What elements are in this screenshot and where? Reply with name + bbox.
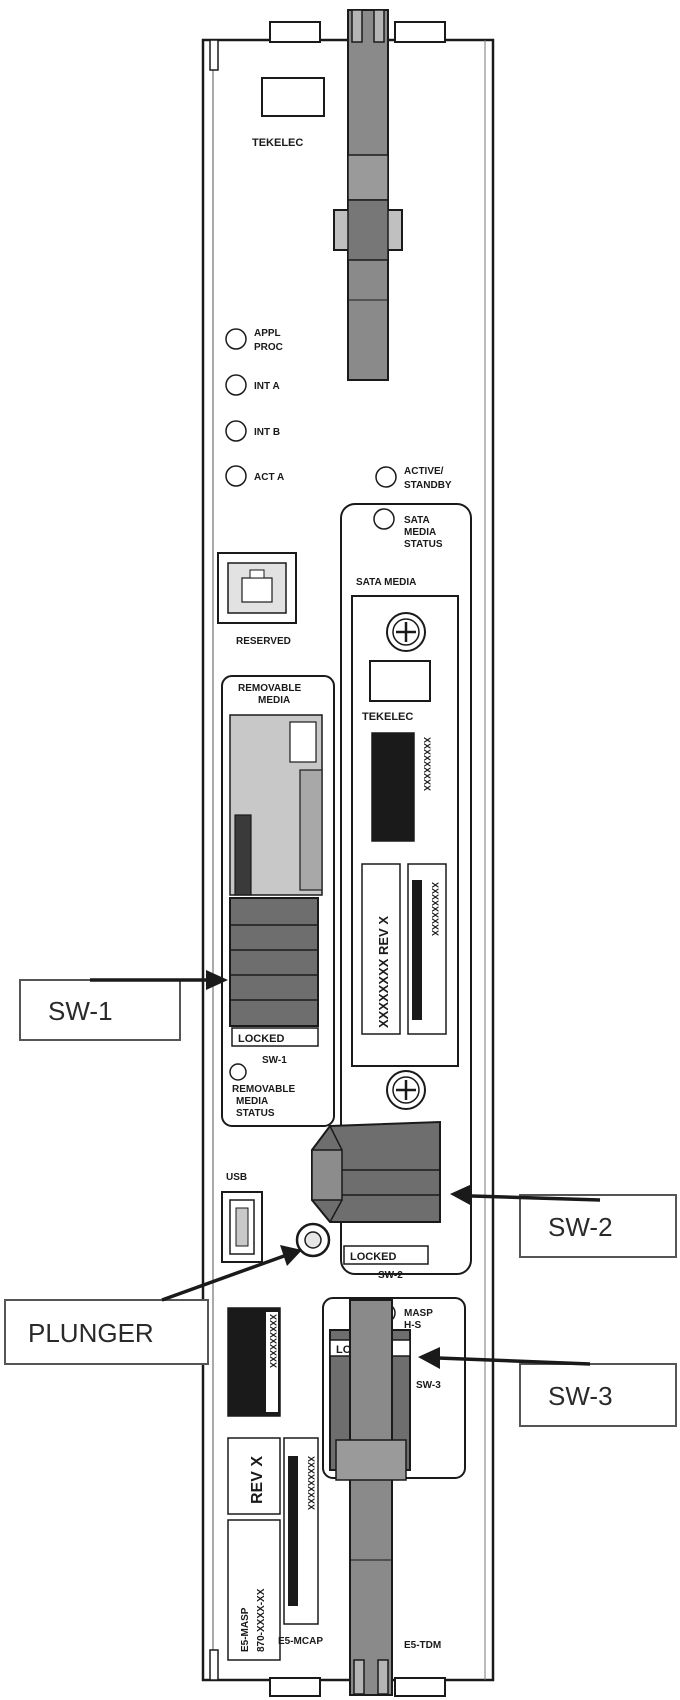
svg-text:XXXXXXXXX: XXXXXXXXX — [268, 1314, 278, 1368]
svg-text:870-XXXX-XX: 870-XXXX-XX — [256, 1588, 267, 1652]
led-active-standby: ACTIVE/ STANDBY — [375, 466, 452, 491]
svg-text:REV X: REV X — [249, 1456, 266, 1504]
callout-sw3: SW-3 — [418, 1347, 677, 1427]
svg-text:STATUS: STATUS — [236, 1108, 275, 1119]
svg-text:REMOVABLE: REMOVABLE — [238, 683, 301, 694]
svg-text:XXXXXXXXX: XXXXXXXXX — [306, 1456, 316, 1510]
svg-text:SW-2: SW-2 — [548, 1212, 613, 1242]
sw1-lock-switch[interactable] — [229, 897, 319, 1027]
svg-text:SW-1: SW-1 — [48, 996, 113, 1026]
bottom-barcode-label: XXXXXXXXX — [227, 1307, 281, 1417]
callout-sw1: SW-1 — [19, 970, 228, 1041]
svg-text:H-S: H-S — [404, 1320, 422, 1331]
svg-text:MEDIA: MEDIA — [258, 695, 290, 706]
sw2-small-label: SW-2 — [378, 1270, 403, 1281]
svg-text:MASP: MASP — [404, 1308, 433, 1319]
e5-tdm-label: E5-TDM — [404, 1640, 441, 1651]
usb-label: USB — [226, 1172, 247, 1183]
svg-text:TEKELEC: TEKELEC — [362, 711, 413, 723]
svg-text:STATUS: STATUS — [404, 539, 443, 550]
bottom-serial-label: XXXXXXXXX — [283, 1437, 319, 1625]
plunger[interactable] — [295, 1222, 331, 1258]
top-brand-label: TEKELEC — [252, 137, 303, 149]
svg-text:REMOVABLE: REMOVABLE — [232, 1084, 295, 1095]
sw3-bottom-latch[interactable]: LOCKED — [329, 1299, 411, 1696]
callout-plunger: PLUNGER — [4, 1245, 302, 1365]
svg-text:SATA MEDIA: SATA MEDIA — [356, 577, 416, 588]
led-appl-proc: APPL PROC — [225, 328, 283, 353]
svg-text:ACTIVE/: ACTIVE/ — [404, 466, 444, 477]
svg-text:INT B: INT B — [254, 427, 280, 438]
svg-text:SATA: SATA — [404, 515, 430, 526]
bottom-rev-label: REV X — [227, 1437, 281, 1515]
svg-text:SW-1: SW-1 — [262, 1055, 287, 1066]
reserved-rj45-port — [217, 552, 297, 624]
led-int-a: INT A — [225, 374, 280, 396]
svg-text:PROC: PROC — [254, 342, 283, 353]
top-label-box — [261, 77, 325, 117]
e5-mcap-label: E5-MCAP — [278, 1636, 323, 1647]
led-act-a: ACT A — [225, 465, 284, 487]
svg-text:XXXXXXXX REV X: XXXXXXXX REV X — [376, 916, 391, 1028]
svg-text:ACT A: ACT A — [254, 472, 284, 483]
sw2-locked-label: LOCKED — [350, 1251, 397, 1263]
sata-drive-carrier: TEKELEC XXXXXXXXX XXXXXXXX REV X XXXXXXX… — [351, 595, 459, 1110]
callout-sw2: SW-2 — [450, 1184, 677, 1258]
svg-text:LOCKED: LOCKED — [238, 1033, 285, 1045]
svg-text:INT A: INT A — [254, 381, 280, 392]
svg-text:APPL: APPL — [254, 328, 281, 339]
svg-text:XXXXXXXXX: XXXXXXXXX — [422, 737, 432, 791]
bottom-masp-label: E5-MASP 870-XXXX-XX — [227, 1519, 281, 1661]
svg-text:STANDBY: STANDBY — [404, 480, 452, 491]
svg-text:MEDIA: MEDIA — [404, 527, 436, 538]
svg-text:PLUNGER: PLUNGER — [28, 1318, 154, 1348]
reserved-label: RESERVED — [236, 636, 291, 647]
svg-text:SW-3: SW-3 — [416, 1380, 441, 1391]
usb-port — [221, 1191, 263, 1263]
removable-media-panel: REMOVABLE MEDIA LOCKED SW-1 REMOVABLE ME… — [221, 675, 335, 1127]
svg-text:E5-MASP: E5-MASP — [240, 1607, 251, 1652]
led-int-b: INT B — [225, 420, 280, 442]
svg-text:MEDIA: MEDIA — [236, 1096, 268, 1107]
top-ejector-latch[interactable] — [333, 9, 403, 381]
sw2-lock-switch[interactable] — [311, 1120, 441, 1223]
svg-text:SW-3: SW-3 — [548, 1381, 613, 1411]
svg-text:XXXXXXXXX: XXXXXXXXX — [430, 882, 440, 936]
